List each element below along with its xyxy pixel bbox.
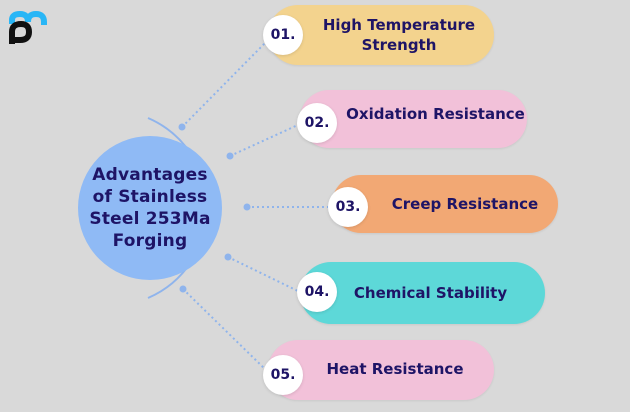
advantage-item-2: 02. Oxidation Resistance [297, 90, 527, 148]
item-number-badge: 03. [328, 187, 368, 227]
item-label: Oxidation Resistance [346, 105, 525, 123]
pm-logo-icon [9, 10, 47, 44]
item-label: Creep Resistance [391, 195, 539, 213]
advantage-item-1: 01. High Temperature Strength [263, 5, 494, 65]
connector-dot [226, 152, 234, 160]
connector-dot [224, 253, 232, 261]
item-number-badge: 02. [297, 103, 337, 143]
advantage-item-5: 05. Heat Resistance [263, 340, 494, 400]
advantage-item-4: 04. Chemical Stability [297, 262, 545, 324]
item-label: Heat Resistance [326, 360, 464, 378]
connector-dot [179, 285, 187, 293]
item-number-badge: 05. [263, 355, 303, 395]
item-label: Chemical Stability [353, 284, 508, 302]
hub-title: Advantages of Stainless Steel 253Ma Forg… [89, 165, 211, 251]
item-number-badge: 04. [297, 272, 337, 312]
connector-dot [243, 203, 251, 211]
connector-dot [178, 123, 186, 131]
advantage-item-3: 03. Creep Resistance [328, 175, 558, 233]
item-number-badge: 01. [263, 15, 303, 55]
item-label: High Temperature Strength [322, 16, 476, 54]
hub-circle: Advantages of Stainless Steel 253Ma Forg… [78, 136, 222, 280]
